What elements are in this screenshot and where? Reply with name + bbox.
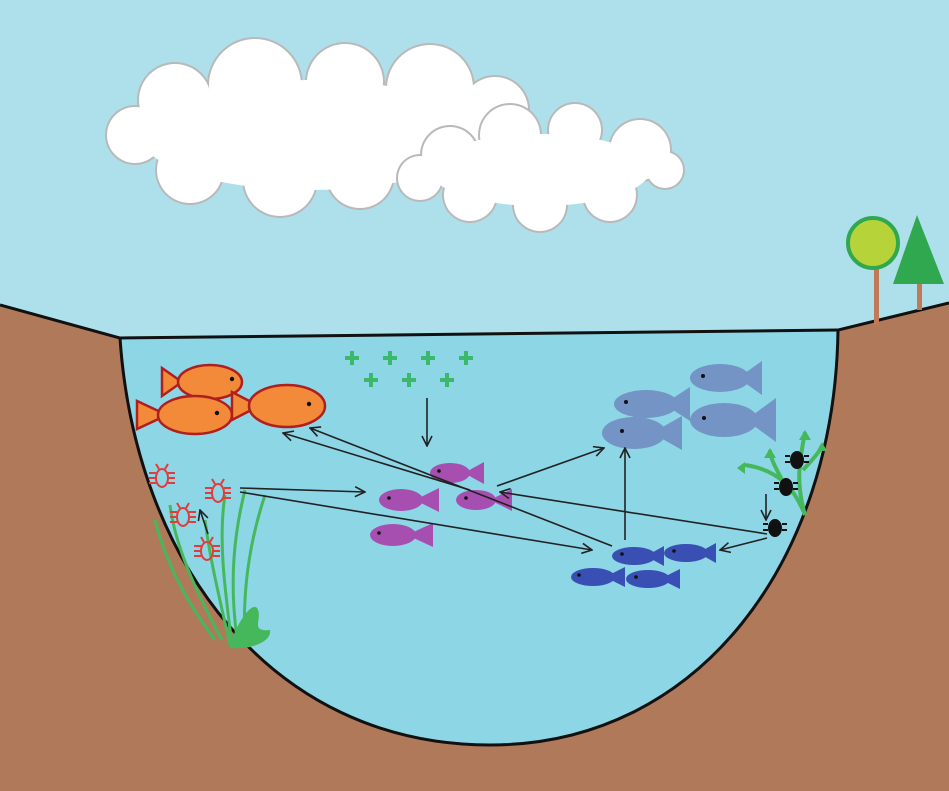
pond-food-web-diagram: [0, 0, 949, 791]
